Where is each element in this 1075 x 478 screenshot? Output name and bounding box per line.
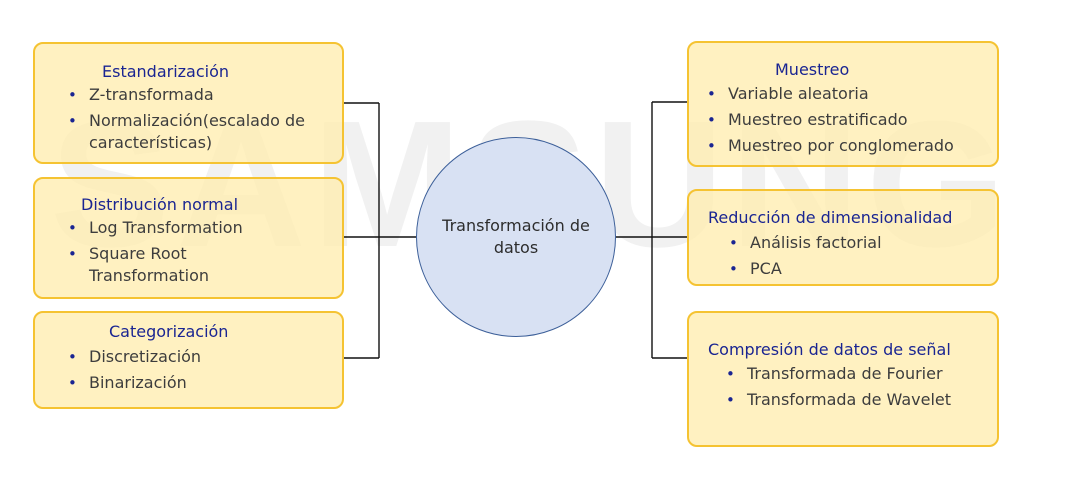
bullet-icon: • bbox=[68, 348, 77, 366]
bullet-list: •Log Transformation •Square Root Transfo… bbox=[68, 217, 268, 291]
list-item: •Discretización bbox=[68, 347, 202, 366]
bullet-icon: • bbox=[68, 112, 77, 130]
center-node: Transformación de datos bbox=[416, 137, 616, 337]
list-item: •Normalización(escalado de característic… bbox=[68, 111, 306, 152]
list-item: •Muestreo estratificado bbox=[707, 110, 908, 129]
bullet-icon: • bbox=[726, 391, 735, 409]
list-item: •Análisis factorial bbox=[729, 233, 882, 252]
list-item: •Z-transformada bbox=[68, 85, 214, 104]
list-item: •Binarización bbox=[68, 373, 187, 392]
bullet-icon: • bbox=[707, 111, 716, 129]
bullet-icon: • bbox=[729, 260, 738, 278]
bullet-icon: • bbox=[68, 219, 77, 237]
list-item: •Transformada de Fourier bbox=[726, 364, 943, 383]
bullet-icon: • bbox=[726, 365, 735, 383]
list-item: •Transformada de Wavelet bbox=[726, 390, 951, 409]
bullet-icon: • bbox=[68, 86, 77, 104]
box-compresion-senal: Compresión de datos de señal •Transforma… bbox=[687, 311, 999, 447]
list-item: •Muestreo por conglomerado bbox=[707, 136, 954, 155]
box-reduccion-dimensionalidad: Reducción de dimensionalidad •Análisis f… bbox=[687, 189, 999, 286]
bullet-icon: • bbox=[68, 245, 77, 263]
bullet-icon: • bbox=[68, 374, 77, 392]
bullet-icon: • bbox=[707, 137, 716, 155]
box-title: Categorización bbox=[109, 322, 229, 341]
list-item: •Variable aleatoria bbox=[707, 84, 869, 103]
list-item: •Square Root Transformation bbox=[68, 244, 210, 285]
bullet-list: •Z-transformada •Normalización(escalado … bbox=[68, 84, 328, 158]
box-distribucion-normal: Distribución normal •Log Transformation … bbox=[33, 177, 344, 299]
bullet-list: •Análisis factorial •PCA bbox=[729, 232, 989, 284]
box-categorizacion: Categorización •Discretización •Binariza… bbox=[33, 311, 344, 409]
box-title: Estandarización bbox=[102, 62, 230, 81]
box-estandarizacion: Estandarización •Z-transformada •Normali… bbox=[33, 42, 344, 164]
box-title: Reducción de dimensionalidad bbox=[708, 208, 953, 227]
bullet-icon: • bbox=[729, 234, 738, 252]
bullet-list: •Transformada de Fourier •Transformada d… bbox=[726, 363, 996, 415]
box-title: Distribución normal bbox=[81, 195, 239, 214]
center-label: Transformación de datos bbox=[442, 216, 590, 257]
bullet-icon: • bbox=[707, 85, 716, 103]
bullet-list: •Variable aleatoria •Muestreo estratific… bbox=[707, 83, 997, 161]
list-item: •Log Transformation bbox=[68, 218, 243, 237]
box-title: Compresión de datos de señal bbox=[708, 340, 951, 359]
list-item: •PCA bbox=[729, 259, 782, 278]
box-muestreo: Muestreo •Variable aleatoria •Muestreo e… bbox=[687, 41, 999, 167]
bullet-list: •Discretización •Binarización bbox=[68, 346, 328, 398]
box-title: Muestreo bbox=[775, 60, 850, 79]
